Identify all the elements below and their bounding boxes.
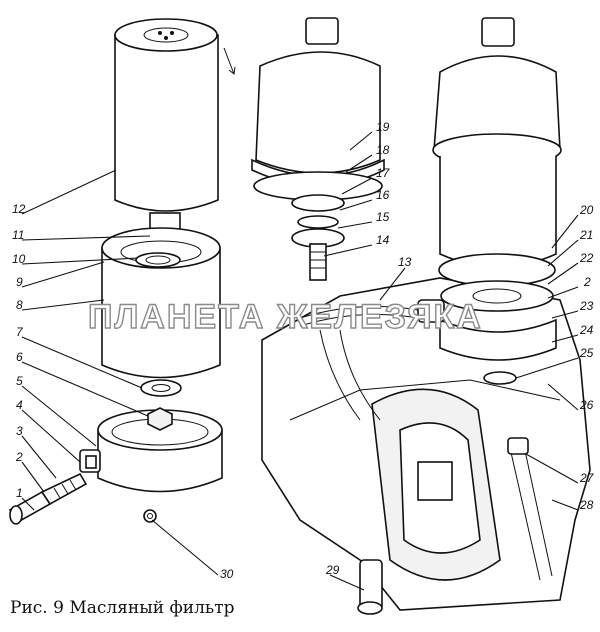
callout-4: 4	[16, 398, 23, 412]
right-canister-20	[432, 17, 562, 268]
filter-base-6	[79, 407, 223, 493]
callout-12: 12	[12, 202, 26, 216]
callout-9: 9	[16, 275, 23, 289]
callout-14: 14	[376, 233, 390, 247]
callout-15: 15	[376, 210, 390, 224]
callout-18: 18	[376, 143, 390, 157]
filter-element-12	[114, 18, 236, 212]
callout-24: 24	[579, 323, 594, 337]
callout-28: 28	[579, 498, 594, 512]
callout-2: 2	[15, 450, 23, 464]
callout-19: 19	[376, 120, 390, 134]
watermark-text: ПЛАНЕТА ЖЕЛЕЗЯКА	[88, 298, 483, 336]
callout-29: 29	[325, 563, 340, 577]
drain-plug-30	[143, 509, 157, 523]
middle-center-rod-14-18	[291, 194, 345, 281]
callout-11: 11	[12, 228, 24, 242]
callout-27: 27	[579, 471, 595, 485]
callout-16: 16	[376, 188, 390, 202]
callout-30: 30	[220, 567, 234, 581]
callout-21: 21	[579, 228, 593, 242]
callout-6: 6	[16, 350, 23, 364]
callout-labels: 1 2 3 4 5 6 7 8 9 10 11 12 13 14 15 16 1…	[12, 120, 595, 581]
callout-5: 5	[16, 374, 23, 388]
callout-17: 17	[376, 166, 391, 180]
leader-lines	[21, 131, 579, 591]
callout-7: 7	[16, 325, 24, 339]
callout-25: 25	[579, 346, 594, 360]
callout-20: 20	[579, 203, 594, 217]
callout-13: 13	[398, 255, 412, 269]
callout-8: 8	[16, 298, 23, 312]
callout-23: 23	[579, 299, 594, 313]
gasket-8	[140, 379, 182, 397]
callout-2-right: 2	[583, 275, 591, 289]
right-base-21-25	[299, 253, 557, 385]
callout-3: 3	[16, 424, 23, 438]
callout-1: 1	[16, 486, 23, 500]
callout-10: 10	[12, 252, 26, 266]
callout-26: 26	[579, 398, 594, 412]
middle-canister-19	[251, 17, 385, 201]
engine-block	[261, 277, 591, 615]
bolt-fitting-1-2-3	[8, 472, 88, 525]
figure-caption: Рис. 9 Масляный фильтр	[10, 598, 235, 618]
callout-22: 22	[579, 251, 594, 265]
